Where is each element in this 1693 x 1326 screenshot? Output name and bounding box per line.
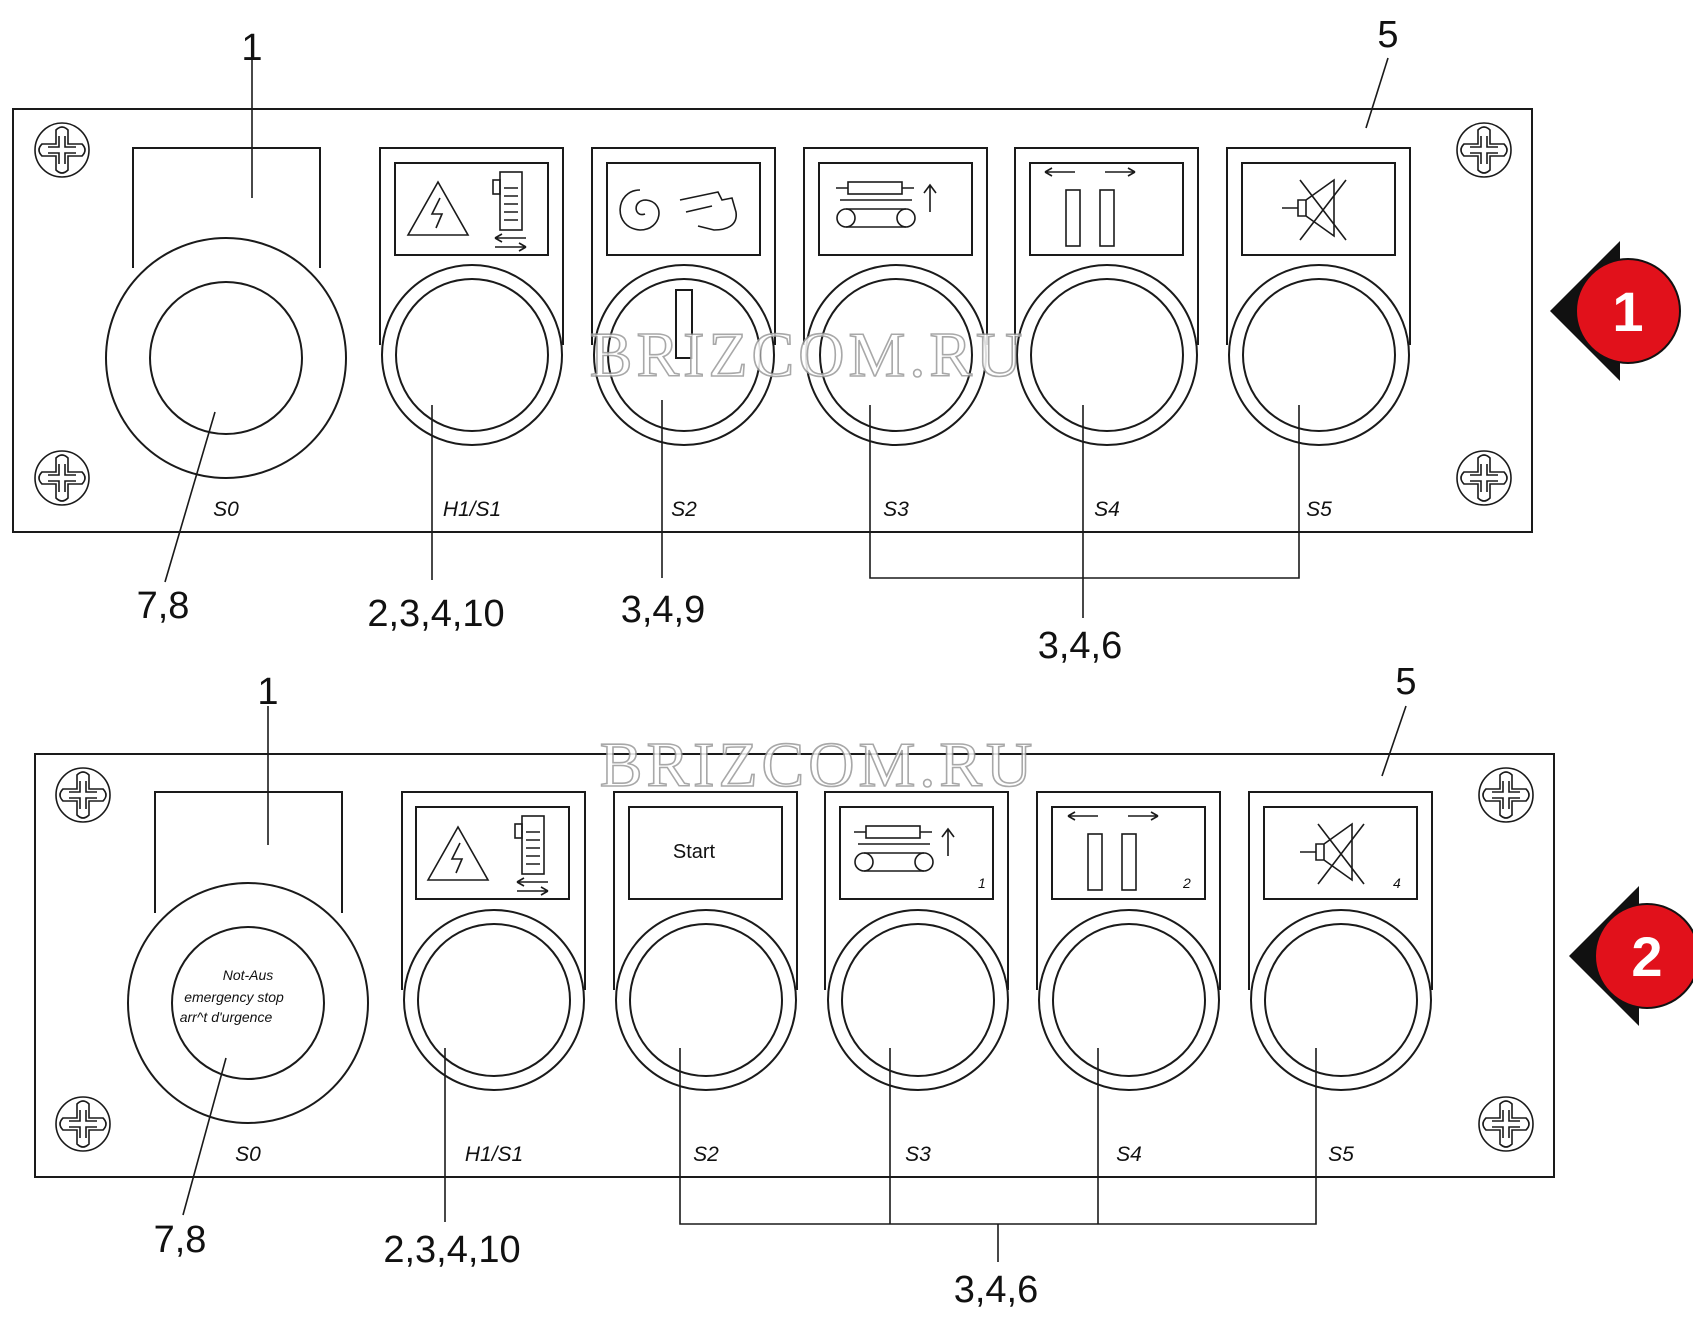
- callout-number: 2,3,4,10: [383, 1229, 520, 1271]
- switch-label: H1/S1: [443, 498, 501, 521]
- module-s3: 1: [824, 791, 1009, 1091]
- parallel-arrows-icon: [1067, 811, 1159, 891]
- estop-text: Not-Aus: [223, 967, 274, 983]
- module-s2: [591, 147, 776, 446]
- module-h1s1: [379, 147, 564, 446]
- mute-speaker-icon: [1282, 178, 1347, 241]
- estop-text: emergency stop: [184, 989, 284, 1005]
- leader-line: [679, 1048, 1317, 1262]
- panel-2-frame: [34, 753, 1555, 1178]
- leader-line: [164, 411, 216, 583]
- callout-number: 1: [257, 671, 278, 713]
- leader-line: [1381, 705, 1407, 777]
- estop-button[interactable]: [127, 882, 369, 1124]
- callout-number: 5: [1395, 661, 1416, 703]
- module-s5: 4: [1248, 791, 1433, 1091]
- switch-label: H1/S1: [465, 1143, 523, 1166]
- switch-label: S0: [213, 498, 239, 521]
- mute-speaker-icon: [1300, 822, 1365, 885]
- conveyor-up-icon: [854, 825, 955, 872]
- rotation-hand-icon: [619, 189, 737, 231]
- switch-label: S4: [1094, 498, 1120, 521]
- conveyor-up-icon: [836, 181, 937, 228]
- switch-label: S3: [905, 1143, 931, 1166]
- watermark: BRIZCOM.RU: [590, 319, 1027, 390]
- warning-battery-icon: [406, 171, 527, 252]
- panel-2: Not-Aus emergency stop arr^t d'urgence S…: [34, 661, 1693, 1311]
- badge-number: 2: [1631, 925, 1662, 988]
- switch-label: S2: [693, 1143, 719, 1166]
- key-slot-icon: [675, 289, 693, 359]
- leader-line: [182, 1057, 227, 1216]
- panel-1: S0 H1/S1 S2 S3 S4 S5 1 5 7,8 2,3,4,10 3,…: [12, 14, 1681, 667]
- estop-guard: [154, 791, 343, 913]
- leader-line: [869, 405, 1300, 618]
- switch-label: S4: [1116, 1143, 1142, 1166]
- estop-guard: [132, 147, 321, 268]
- callout-number: 7,8: [154, 1219, 207, 1261]
- switch-label: S0: [235, 1143, 261, 1166]
- module-s5: [1226, 147, 1411, 446]
- module-s2: Start: [613, 791, 798, 1091]
- callout-number: 3,4,9: [621, 589, 706, 631]
- plate-number: 2: [1182, 875, 1191, 891]
- module-s4: 2: [1036, 791, 1221, 1091]
- plate-number: 1: [978, 875, 986, 891]
- switch-label: S5: [1306, 498, 1332, 521]
- module-h1s1: [401, 791, 586, 1091]
- switch-label: S2: [671, 498, 697, 521]
- estop-text: arr^t d'urgence: [180, 1009, 273, 1025]
- callout-number: 5: [1377, 14, 1398, 56]
- callout-number: 2,3,4,10: [367, 593, 504, 635]
- module-s3: [803, 147, 988, 446]
- callout-number: 7,8: [137, 585, 190, 627]
- panel-1-frame: [12, 108, 1533, 533]
- badge-number: 1: [1612, 280, 1643, 343]
- callout-number: 3,4,6: [1038, 625, 1123, 667]
- module-s4: [1014, 147, 1199, 446]
- estop-button[interactable]: [105, 237, 347, 479]
- callout-number: 3,4,6: [954, 1269, 1039, 1311]
- watermark: BRIZCOM.RU: [600, 729, 1037, 800]
- switch-label: S3: [883, 498, 909, 521]
- parallel-arrows-icon: [1044, 167, 1136, 247]
- plate-number: 4: [1393, 875, 1401, 891]
- start-label: Start: [673, 841, 716, 863]
- warning-battery-icon: [426, 815, 549, 896]
- switch-label: S5: [1328, 1143, 1354, 1166]
- leader-line: [1365, 57, 1389, 129]
- callout-number: 1: [241, 27, 262, 69]
